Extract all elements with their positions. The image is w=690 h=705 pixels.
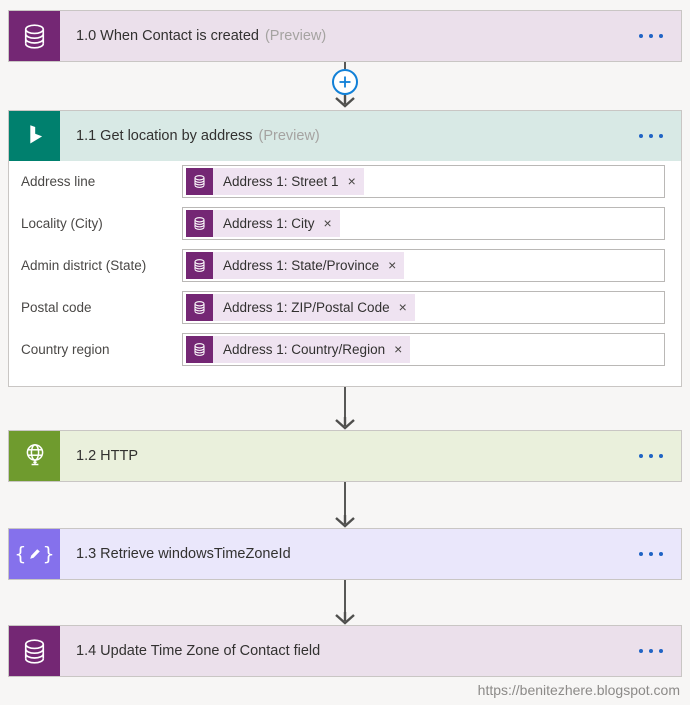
token-label: Address 1: City — [223, 216, 315, 231]
remove-token-button[interactable]: × — [323, 215, 332, 231]
card-title: 1.2 HTTP — [76, 448, 139, 464]
address-line-input[interactable]: Address 1: Street 1 × — [182, 165, 665, 198]
remove-token-button[interactable]: × — [398, 299, 407, 315]
connector — [0, 62, 690, 109]
token-label: Address 1: Country/Region — [223, 342, 386, 357]
action-card-http[interactable]: 1.2 HTTP — [8, 430, 682, 482]
field-admin-district: Admin district (State) Address 1: State/… — [21, 249, 665, 282]
field-label: Country region — [21, 342, 110, 357]
remove-token-button[interactable]: × — [347, 173, 356, 189]
compose-icon: { } — [9, 529, 60, 579]
database-icon — [186, 336, 213, 363]
postal-code-input[interactable]: Address 1: ZIP/Postal Code × — [182, 291, 665, 324]
database-icon — [186, 210, 213, 237]
dynamic-content-token[interactable]: Address 1: State/Province × — [186, 252, 405, 279]
more-actions-button[interactable] — [637, 448, 665, 464]
remove-token-button[interactable]: × — [394, 341, 403, 357]
more-actions-button[interactable] — [637, 28, 665, 44]
plus-icon — [339, 76, 351, 88]
country-region-input[interactable]: Address 1: Country/Region × — [182, 333, 665, 366]
card-title: 1.1 Get location by address — [76, 128, 253, 144]
globe-icon — [9, 431, 60, 481]
insert-step-button[interactable] — [332, 69, 358, 95]
dynamic-content-token[interactable]: Address 1: Street 1 × — [186, 168, 364, 195]
action-card-get-location-by-address[interactable]: 1.1 Get location by address (Preview) Ad… — [8, 110, 682, 387]
arrow-down-icon — [335, 417, 355, 430]
card-parameters: Address line Address 1: Street 1 × — [9, 161, 681, 386]
trigger-card-when-contact-created[interactable]: 1.0 When Contact is created (Preview) — [8, 10, 682, 62]
more-actions-button[interactable] — [637, 643, 665, 659]
connector — [0, 387, 690, 430]
connector — [0, 580, 690, 625]
card-title: 1.3 Retrieve windowsTimeZoneId — [76, 546, 291, 562]
database-icon — [9, 626, 60, 676]
dynamic-content-token[interactable]: Address 1: City × — [186, 210, 340, 237]
arrow-down-icon — [335, 612, 355, 625]
field-address-line: Address line Address 1: Street 1 × — [21, 165, 665, 198]
field-label: Admin district (State) — [21, 258, 147, 273]
field-label: Postal code — [21, 300, 92, 315]
arrow-down-icon — [335, 95, 355, 108]
preview-label: (Preview) — [258, 128, 320, 144]
field-locality-city: Locality (City) Address 1: City × — [21, 207, 665, 240]
database-icon — [9, 11, 60, 61]
dynamic-content-token[interactable]: Address 1: Country/Region × — [186, 336, 411, 363]
database-icon — [186, 168, 213, 195]
preview-label: (Preview) — [264, 28, 327, 44]
pencil-icon — [29, 549, 40, 559]
remove-token-button[interactable]: × — [388, 257, 397, 273]
more-actions-button[interactable] — [637, 128, 665, 144]
field-country-region: Country region Address 1: Country/Region… — [21, 333, 665, 366]
arrow-down-icon — [335, 515, 355, 528]
field-label: Locality (City) — [21, 216, 103, 231]
card-title: 1.0 When Contact is created — [76, 28, 259, 44]
token-label: Address 1: Street 1 — [223, 174, 339, 189]
connector — [0, 482, 690, 528]
field-label: Address line — [21, 174, 96, 189]
database-icon — [186, 252, 213, 279]
token-label: Address 1: ZIP/Postal Code — [223, 300, 390, 315]
admin-district-input[interactable]: Address 1: State/Province × — [182, 249, 665, 282]
action-card-update-time-zone[interactable]: 1.4 Update Time Zone of Contact field — [8, 625, 682, 677]
dynamic-content-token[interactable]: Address 1: ZIP/Postal Code × — [186, 294, 415, 321]
locality-city-input[interactable]: Address 1: City × — [182, 207, 665, 240]
bing-maps-icon — [9, 111, 60, 161]
card-title: 1.4 Update Time Zone of Contact field — [76, 643, 321, 659]
watermark-url: https://benitezhere.blogspot.com — [477, 682, 680, 698]
field-postal-code: Postal code Address 1: ZIP/Postal Code × — [21, 291, 665, 324]
token-label: Address 1: State/Province — [223, 258, 380, 273]
action-card-retrieve-windowstimezoneid[interactable]: { } 1.3 Retrieve windowsTimeZoneId — [8, 528, 682, 580]
more-actions-button[interactable] — [637, 546, 665, 562]
database-icon — [186, 294, 213, 321]
